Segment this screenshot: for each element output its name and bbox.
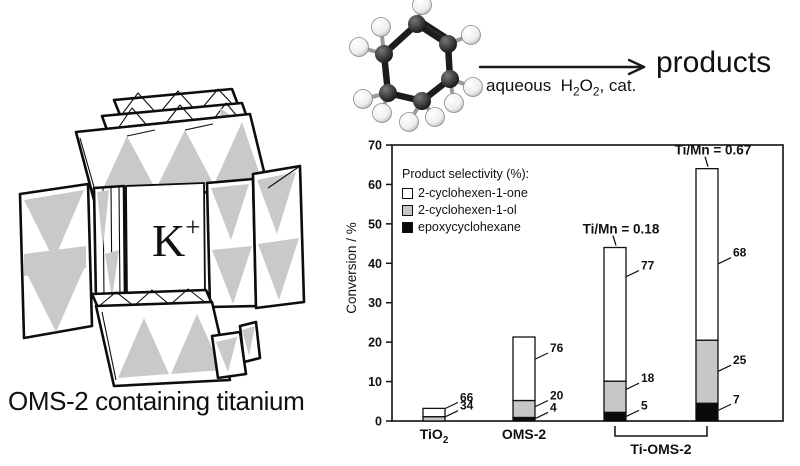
reaction-arrow-icon [478,58,646,76]
legend-title: Product selectivity (%): [402,167,530,181]
ti-mn-ratio-note: Ti/Mn = 0.18 [583,222,660,237]
bar-segment-one [512,336,536,402]
bar-segment-one [603,246,627,382]
selectivity-value-label: 25 [733,353,747,367]
reaction-conditions: aqueous H2O2, cat. [486,76,637,99]
x-axis-label-oms2: OMS-2 [501,426,547,442]
cyclohexene-molecule [349,0,483,132]
selectivity-value-label: 77 [641,259,655,273]
y-tick-label: 0 [375,415,382,429]
label-leader-line [626,269,640,278]
carbon-atoms [375,15,459,110]
bar-segment-one [422,407,446,418]
label-leader-line [718,257,732,265]
label-leader-line [626,409,640,417]
selectivity-value-label: 34 [460,399,474,413]
legend-item: 2-cyclohexen-1-one [402,185,529,202]
y-tick-label: 30 [368,296,382,310]
y-tick-label: 70 [368,139,382,153]
bar-segment-one [695,168,719,341]
bar-segment-epoxy [603,411,627,422]
oms2-structure-diagram: K+ [18,87,306,388]
legend-item: epoxycyclohexane [402,219,529,236]
selectivity-value-label: 5 [641,398,648,412]
bar-segment-ol [512,399,536,419]
hydrogen-atoms [372,77,483,132]
selectivity-value-label: 4 [550,400,557,414]
x-axis-label-tio2: TiO2 [419,426,449,446]
label-leader-line [535,352,549,360]
product-label: products [656,46,772,79]
selectivity-value-label: 20 [550,388,564,402]
structure-caption: OMS-2 containing titanium [8,386,305,416]
y-tick-label: 60 [368,178,382,192]
note-leader-line [612,235,617,246]
legend-swatch-ol [402,205,413,216]
chart-legend: Product selectivity (%): 2-cyclohexen-1-… [402,166,529,236]
y-tick-label: 20 [368,336,382,350]
selectivity-value-label: 76 [550,341,564,355]
hydrogen-atoms [349,0,481,109]
selectivity-value-label: 68 [733,246,747,260]
selectivity-value-label: 18 [641,371,655,385]
label-leader-line [535,411,549,419]
legend-swatch-epoxy [402,222,413,233]
y-tick-label: 10 [368,375,382,389]
label-leader-line [535,399,549,408]
group-bracket [614,426,708,437]
x-axis-group-label: Ti-OMS-2 [630,441,692,457]
y-tick-label: 50 [368,217,382,231]
legend-swatch-one [402,188,413,199]
bar-segment-ol [422,416,446,422]
bar-segment-epoxy [695,402,719,422]
label-leader-line [718,403,732,411]
y-axis-label: Conversion / % [344,222,359,314]
label-leader-line [445,410,459,418]
y-tick-label: 40 [368,257,382,271]
label-leader-line [626,382,640,390]
ti-mn-ratio-note: Ti/Mn = 0.67 [675,143,752,158]
legend-item: 2-cyclohexen-1-ol [402,202,529,219]
label-leader-line [718,364,732,372]
selectivity-value-label: 66 [460,390,474,404]
tunnel-cation-label: K+ [152,212,200,266]
label-leader-line [445,401,459,409]
bar-segment-ol [603,380,627,413]
bar-segment-ol [695,339,719,404]
selectivity-value-label: 7 [733,392,740,406]
note-leader-line [704,156,709,167]
